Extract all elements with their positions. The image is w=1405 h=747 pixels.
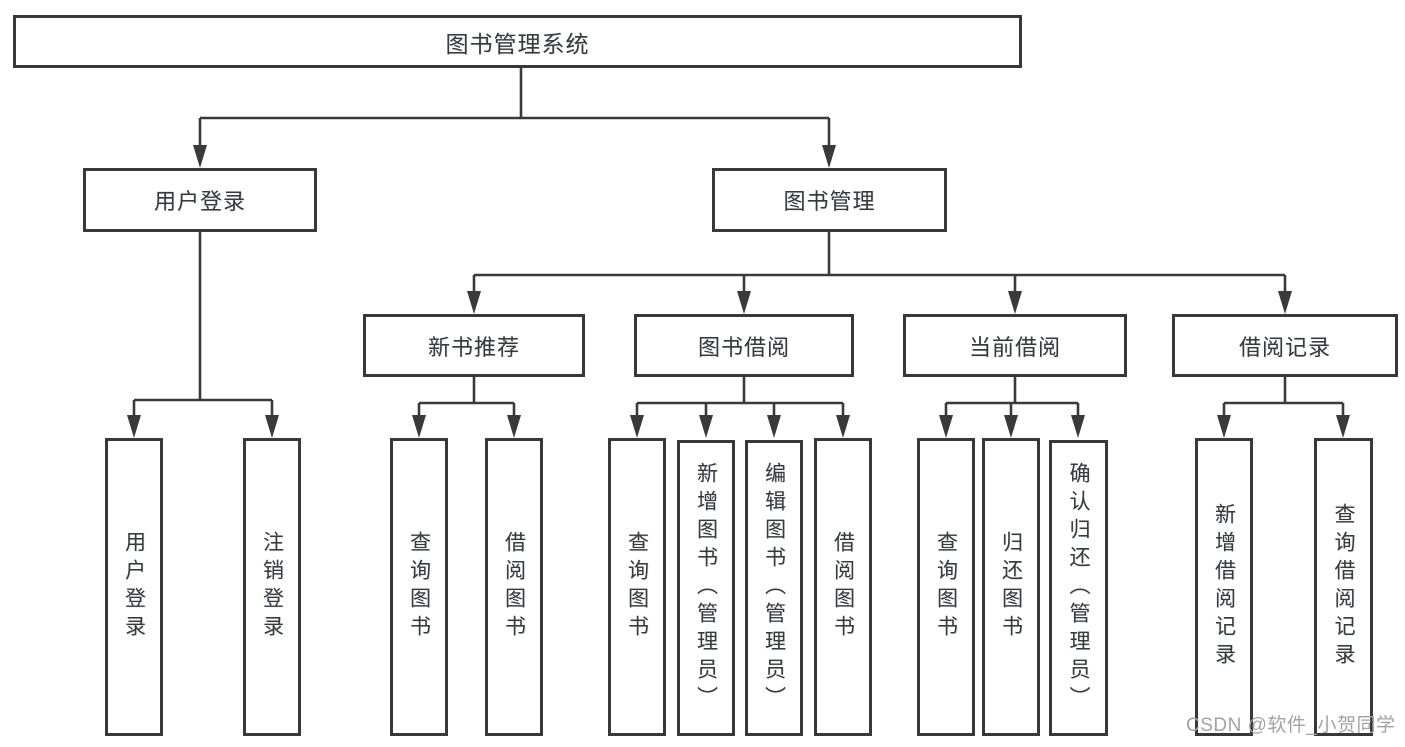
leaf-records-query-record: 查询借阅记录 <box>1314 438 1373 736</box>
leaf-borrow-borrow-books: 借阅图书 <box>814 438 872 736</box>
arrowheads <box>127 145 1350 438</box>
leaf-rec-borrow-books: 借阅图书 <box>485 438 543 736</box>
node-book-management: 图书管理 <box>712 168 947 232</box>
leaf-current-query-books: 查询图书 <box>917 438 975 736</box>
node-root-system: 图书管理系统 <box>13 15 1022 68</box>
node-new-book-recommend: 新书推荐 <box>363 314 585 377</box>
leaf-borrow-edit-books: 编辑图书（管理员） <box>745 440 803 736</box>
node-borrow-records: 借阅记录 <box>1172 314 1398 377</box>
node-book-borrow: 图书借阅 <box>634 314 854 377</box>
leaf-borrow-query-books: 查询图书 <box>608 438 666 736</box>
leaf-current-confirm-return: 确认归还（管理员） <box>1049 440 1108 736</box>
leaf-current-return-books: 归还图书 <box>982 438 1040 736</box>
node-current-borrow: 当前借阅 <box>903 314 1127 377</box>
leaf-borrow-add-books: 新增图书（管理员） <box>677 440 735 736</box>
csdn-watermark: CSDN @软件_小贺同学 <box>1186 715 1396 736</box>
node-user-login-group: 用户登录 <box>83 168 317 232</box>
leaf-rec-query-books: 查询图书 <box>390 438 448 736</box>
leaf-records-add-record: 新增借阅记录 <box>1195 438 1253 736</box>
leaf-user-login: 用户登录 <box>105 438 163 736</box>
leaf-logout: 注销登录 <box>243 438 301 736</box>
